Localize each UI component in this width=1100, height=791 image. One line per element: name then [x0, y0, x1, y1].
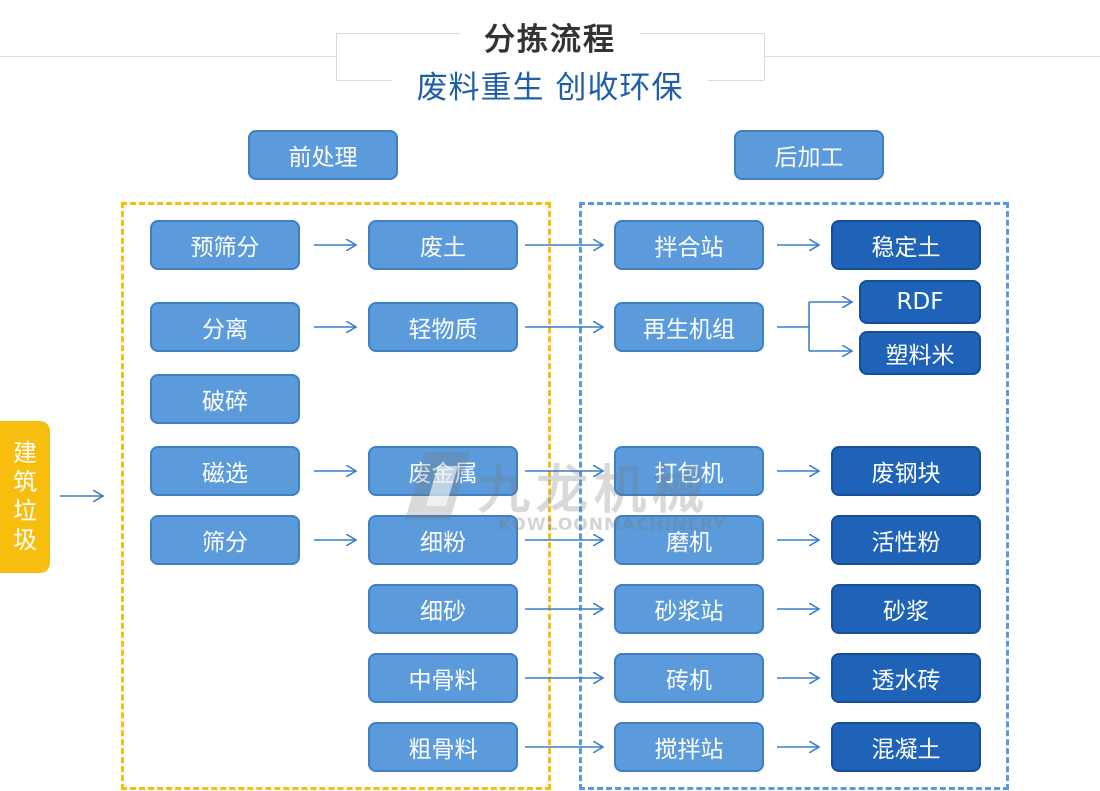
title-frame-top-left [336, 33, 460, 34]
product-mortar: 砂浆 [831, 584, 981, 634]
product-permeable-brick: 透水砖 [831, 653, 981, 703]
page-subtitle: 废料重生 创收环保 [416, 70, 684, 106]
machine-baler: 打包机 [614, 446, 764, 496]
pre-step-screening: 筛分 [150, 515, 300, 565]
title-rule-left [0, 56, 336, 57]
material-waste-soil: 废土 [368, 220, 518, 270]
product-stabilized-soil: 稳定土 [831, 220, 981, 270]
material-light: 轻物质 [368, 302, 518, 352]
product-concrete: 混凝土 [831, 722, 981, 772]
title-frame-left [336, 33, 337, 80]
section-header-pre: 前处理 [248, 130, 398, 180]
machine-mixing-station: 拌合站 [614, 220, 764, 270]
material-fine-sand: 细砂 [368, 584, 518, 634]
pre-step-crushing: 破碎 [150, 374, 300, 424]
machine-recycling-unit: 再生机组 [614, 302, 764, 352]
title-frame-top-right [640, 33, 764, 34]
section-header-post: 后加工 [734, 130, 884, 180]
material-medium-aggregate: 中骨料 [368, 653, 518, 703]
product-rdf: RDF [859, 280, 981, 324]
material-fine-powder: 细粉 [368, 515, 518, 565]
pre-process-region [121, 202, 551, 790]
product-active-powder: 活性粉 [831, 515, 981, 565]
title-rule-right [764, 56, 1100, 57]
machine-brick-machine: 砖机 [614, 653, 764, 703]
post-process-region [579, 202, 1009, 790]
machine-concrete-station: 搅拌站 [614, 722, 764, 772]
watermark-subtext: KOWLOONMACHINERY [498, 515, 727, 535]
title-frame-bottom-left [336, 80, 392, 81]
page-title: 分拣流程 [484, 22, 616, 58]
pre-step-prescreen: 预筛分 [150, 220, 300, 270]
source-construction-waste: 建筑垃圾 [0, 421, 50, 573]
machine-mortar-station: 砂浆站 [614, 584, 764, 634]
product-steel-block: 废钢块 [831, 446, 981, 496]
product-plastic-pellets: 塑料米 [859, 331, 981, 375]
title-frame-bottom-right [708, 80, 764, 81]
watermark-text: 九龙机械 [478, 461, 711, 521]
material-coarse-aggregate: 粗骨料 [368, 722, 518, 772]
pre-step-separation: 分离 [150, 302, 300, 352]
pre-step-magnetic: 磁选 [150, 446, 300, 496]
title-frame-right [764, 33, 765, 80]
machine-mill: 磨机 [614, 515, 764, 565]
